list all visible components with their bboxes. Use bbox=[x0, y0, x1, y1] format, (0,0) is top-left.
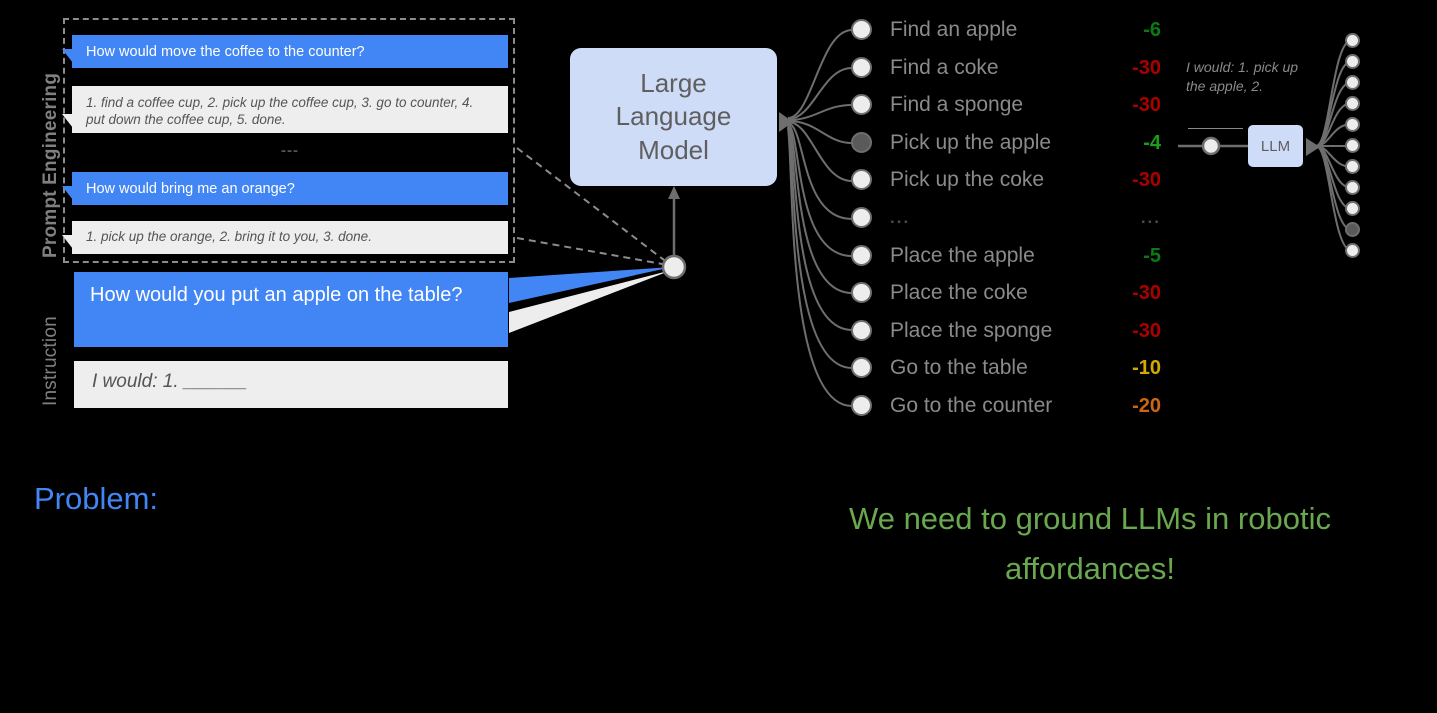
option-score: -30 bbox=[1132, 282, 1161, 305]
option-node-icon bbox=[851, 282, 872, 304]
option-label: Go to the table bbox=[890, 356, 1028, 380]
second-round-option-node[interactable] bbox=[1345, 243, 1360, 258]
option-score: -20 bbox=[1132, 395, 1161, 417]
second-round-option-node[interactable] bbox=[1345, 159, 1360, 174]
example-question-1: How would move the coffee to the counter… bbox=[62, 35, 508, 68]
option-score: -30 bbox=[1132, 94, 1161, 117]
option-node-icon bbox=[851, 395, 872, 416]
bubble-tail-icon bbox=[62, 49, 73, 63]
option-label: Find a sponge bbox=[890, 93, 1024, 117]
option-score: -30 bbox=[1132, 319, 1161, 342]
prompt-examples-group bbox=[63, 18, 515, 263]
example-question-2: How would bring me an orange? bbox=[62, 172, 508, 205]
option-label: Go to the counter bbox=[890, 394, 1053, 417]
option-label: ... bbox=[890, 208, 911, 227]
llm-title-line-3: Model bbox=[638, 134, 709, 165]
option-score: -30 bbox=[1132, 169, 1161, 192]
option-score: -6 bbox=[1143, 19, 1161, 41]
second-round-response-text: I would: 1. pick up the apple, 2. bbox=[1186, 59, 1299, 94]
example-question-2-text: How would bring me an orange? bbox=[86, 181, 295, 197]
instruction-question-bubble: How would you put an apple on the table? bbox=[74, 272, 508, 347]
problem-caption: Problem: bbox=[34, 481, 159, 516]
option-score: -10 bbox=[1132, 357, 1161, 380]
large-language-model-box: Large Language Model bbox=[570, 48, 777, 186]
option-score: -5 bbox=[1143, 244, 1161, 267]
option-label: Place the apple bbox=[890, 243, 1035, 267]
option-node-icon bbox=[851, 357, 872, 379]
option-node-icon bbox=[851, 131, 872, 153]
example-answer-1-text: 1. find a coffee cup, 2. pick up the cof… bbox=[86, 95, 474, 128]
example-answer-2-text: 1. pick up the orange, 2. bring it to yo… bbox=[86, 229, 372, 244]
option-label: Place the coke bbox=[890, 281, 1028, 305]
example-answer-1: 1. find a coffee cup, 2. pick up the cof… bbox=[62, 86, 508, 133]
response-blank-underline bbox=[1188, 128, 1243, 129]
second-round-option-node[interactable] bbox=[1345, 75, 1360, 90]
second-round-option-node[interactable] bbox=[1345, 117, 1360, 132]
second-round-option-node[interactable] bbox=[1345, 222, 1360, 237]
option-label: Find an apple bbox=[890, 18, 1018, 41]
second-round-option-node[interactable] bbox=[1345, 54, 1360, 69]
second-round-option-node[interactable] bbox=[1345, 180, 1360, 195]
example-question-1-text: How would move the coffee to the counter… bbox=[86, 44, 365, 60]
option-node-icon bbox=[851, 207, 872, 228]
bubble-tail-icon bbox=[62, 114, 73, 128]
llm-title-line-1: Large bbox=[640, 68, 707, 99]
option-node-icon bbox=[851, 56, 872, 78]
option-node-icon bbox=[851, 169, 872, 191]
option-score: ... bbox=[1140, 208, 1161, 227]
llm-small-box: LLM bbox=[1248, 125, 1303, 167]
bubble-tail-icon bbox=[62, 186, 73, 200]
option-label: Find a coke bbox=[890, 55, 999, 79]
second-round-option-node[interactable] bbox=[1345, 201, 1360, 216]
second-round-option-node[interactable] bbox=[1345, 96, 1360, 111]
second-round-option-node[interactable] bbox=[1345, 33, 1360, 48]
option-node-icon bbox=[851, 19, 872, 40]
examples-ellipsis: --- bbox=[281, 142, 299, 159]
example-answer-2: 1. pick up the orange, 2. bring it to yo… bbox=[62, 221, 508, 254]
llm-title-line-2: Language bbox=[615, 101, 732, 132]
second-round-option-node[interactable] bbox=[1345, 138, 1360, 153]
option-label: Pick up the coke bbox=[890, 168, 1045, 192]
option-node-icon bbox=[851, 94, 872, 116]
option-label: Place the sponge bbox=[890, 318, 1053, 342]
option-score: -30 bbox=[1132, 56, 1161, 79]
option-node-icon bbox=[851, 244, 872, 266]
option-label: Pick up the apple bbox=[890, 130, 1052, 154]
thesis-caption: We need to ground LLMs in robotic afford… bbox=[849, 501, 1331, 587]
instruction-answer-bubble: I would: 1. ______ bbox=[74, 361, 508, 408]
option-node-icon bbox=[851, 319, 872, 341]
bubble-tail-icon bbox=[62, 235, 73, 249]
option-score: -4 bbox=[1143, 131, 1161, 154]
